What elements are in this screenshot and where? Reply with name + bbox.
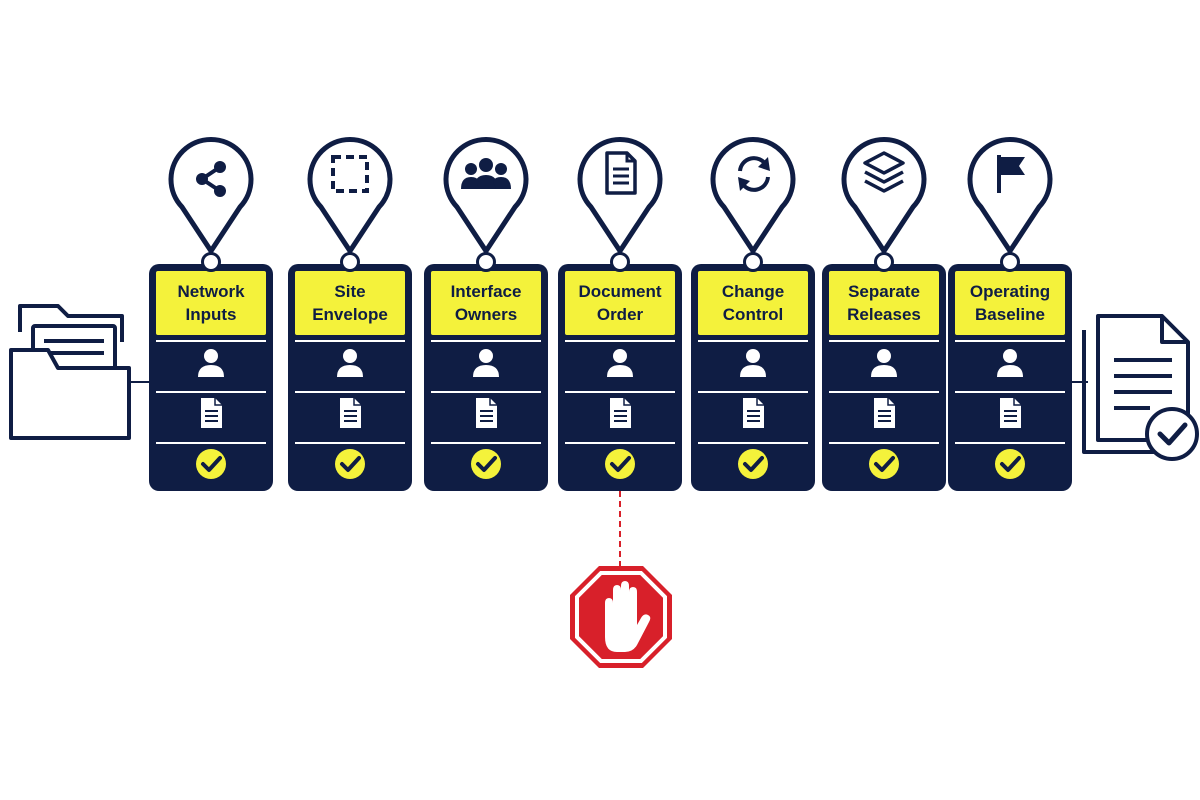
step-row-check — [431, 442, 541, 488]
step-title: Document Order — [565, 271, 675, 335]
step-row-document — [156, 391, 266, 437]
step-row-check — [829, 442, 939, 488]
map-pin — [966, 127, 1054, 254]
user-icon — [867, 345, 901, 384]
document-icon — [472, 396, 500, 435]
step-row-user — [565, 340, 675, 386]
pin-ring — [476, 252, 496, 272]
step-title: Site Envelope — [295, 271, 405, 335]
step-row-check — [295, 442, 405, 488]
document-icon — [996, 396, 1024, 435]
step-2: Site Envelope — [288, 127, 412, 491]
step-card: Interface Owners — [424, 264, 548, 491]
check-icon — [333, 447, 367, 486]
step-4: Document Order — [558, 127, 682, 491]
sync-icon — [738, 156, 770, 192]
check-icon — [736, 447, 770, 486]
map-pin — [167, 127, 255, 254]
step-row-document — [698, 391, 808, 437]
step-row-document — [295, 391, 405, 437]
user-icon — [333, 345, 367, 384]
step-row-user — [829, 340, 939, 386]
map-pin — [306, 127, 394, 254]
check-icon — [469, 447, 503, 486]
step-title: Interface Owners — [431, 271, 541, 335]
step-card: Operating Baseline — [948, 264, 1072, 491]
step-3: Interface Owners — [424, 127, 548, 491]
dashed-square-icon — [331, 155, 369, 193]
step-row-user — [295, 340, 405, 386]
step-title: Operating Baseline — [955, 271, 1065, 335]
step-card: Separate Releases — [822, 264, 946, 491]
pin-ring — [743, 252, 763, 272]
step-row-check — [156, 442, 266, 488]
step-row-check — [955, 442, 1065, 488]
step-row-document — [955, 391, 1065, 437]
document-icon — [336, 396, 364, 435]
user-icon — [469, 345, 503, 384]
step-row-user — [156, 340, 266, 386]
document-icon — [739, 396, 767, 435]
pin-ring — [610, 252, 630, 272]
step-1: Network Inputs — [149, 127, 273, 491]
step-row-user — [698, 340, 808, 386]
user-icon — [736, 345, 770, 384]
group-icon — [461, 158, 511, 189]
step-title: Separate Releases — [829, 271, 939, 335]
check-icon — [194, 447, 228, 486]
layers-icon — [863, 151, 905, 193]
step-card: Document Order — [558, 264, 682, 491]
map-pin — [840, 127, 928, 254]
map-pin — [442, 127, 530, 254]
open-folder-icon — [8, 296, 133, 446]
user-icon — [194, 345, 228, 384]
step-5: Change Control — [691, 127, 815, 491]
check-icon — [603, 447, 637, 486]
document-icon — [197, 396, 225, 435]
pin-ring — [340, 252, 360, 272]
connector-start — [130, 381, 152, 383]
step-row-check — [565, 442, 675, 488]
step-row-user — [431, 340, 541, 386]
step-row-document — [565, 391, 675, 437]
user-icon — [993, 345, 1027, 384]
step-card: Change Control — [691, 264, 815, 491]
step-title: Change Control — [698, 271, 808, 335]
map-pin — [709, 127, 797, 254]
step-card: Network Inputs — [149, 264, 273, 491]
connector-end — [1060, 381, 1088, 383]
pin-ring — [201, 252, 221, 272]
document-icon — [606, 396, 634, 435]
stop-connector — [619, 491, 621, 567]
user-icon — [603, 345, 637, 384]
document-icon — [605, 151, 637, 195]
stop-hand-icon — [567, 563, 675, 671]
step-row-check — [698, 442, 808, 488]
step-title: Network Inputs — [156, 271, 266, 335]
pin-ring — [874, 252, 894, 272]
share-icon — [196, 161, 226, 197]
pin-ring — [1000, 252, 1020, 272]
step-6: Separate Releases — [822, 127, 946, 491]
step-row-document — [829, 391, 939, 437]
check-icon — [867, 447, 901, 486]
check-icon — [993, 447, 1027, 486]
map-pin — [576, 127, 664, 254]
step-card: Site Envelope — [288, 264, 412, 491]
step-row-document — [431, 391, 541, 437]
step-row-user — [955, 340, 1065, 386]
approved-document-icon — [1078, 302, 1200, 462]
step-7: Operating Baseline — [948, 127, 1072, 491]
flag-icon — [997, 155, 1025, 193]
document-icon — [870, 396, 898, 435]
